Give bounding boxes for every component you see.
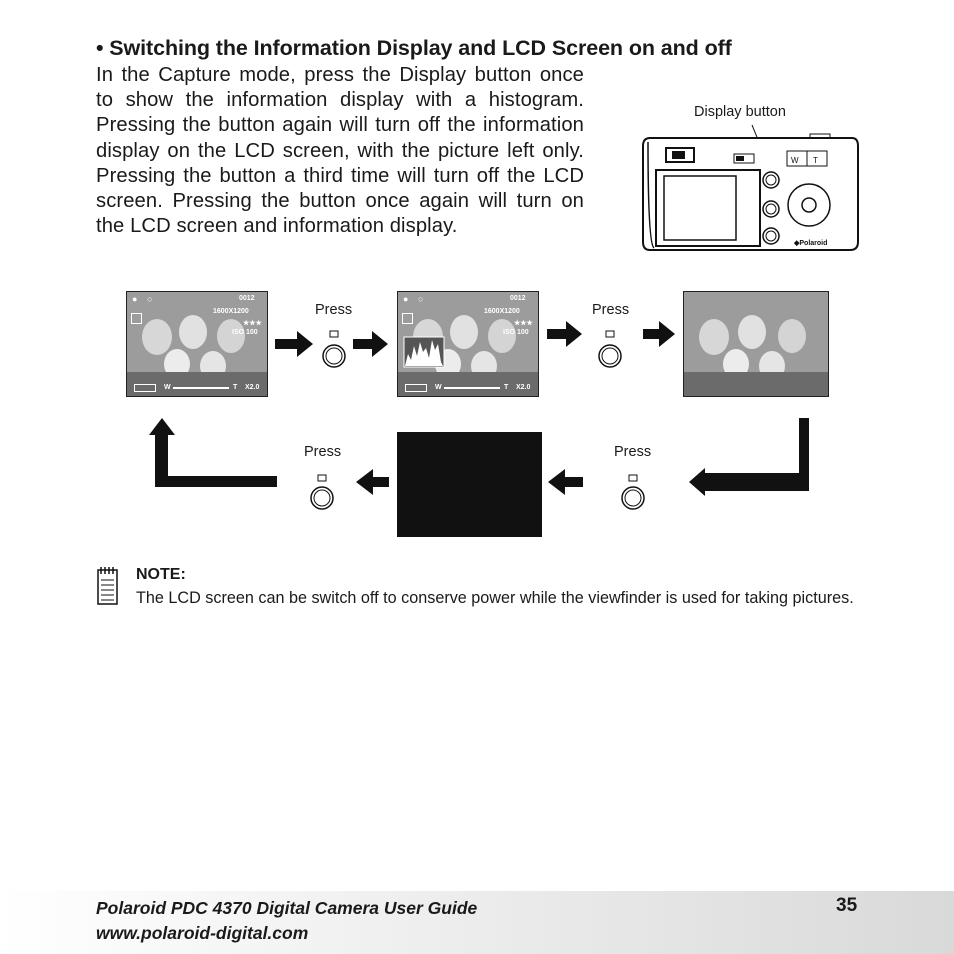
footer-url: www.polaroid-digital.com bbox=[96, 923, 308, 944]
notepad-icon bbox=[96, 566, 120, 606]
right-arrow-icon bbox=[643, 321, 675, 347]
left-arrow-icon bbox=[548, 469, 583, 495]
display-button-icon bbox=[629, 475, 637, 481]
right-arrow-icon bbox=[275, 331, 313, 357]
display-button-icon bbox=[318, 475, 326, 481]
elbow-arrow-icon bbox=[689, 418, 809, 496]
page-number: 35 bbox=[836, 895, 857, 917]
left-arrow-icon bbox=[356, 469, 389, 495]
right-arrow-icon bbox=[353, 331, 388, 357]
display-button-icon bbox=[606, 331, 614, 337]
note-text: The LCD screen can be switch off to cons… bbox=[136, 588, 858, 610]
note-title: NOTE: bbox=[136, 566, 186, 584]
display-button-icon bbox=[330, 331, 338, 337]
elbow-arrow-icon bbox=[149, 418, 277, 487]
footer-title: Polaroid PDC 4370 Digital Camera User Gu… bbox=[96, 898, 477, 919]
right-arrow-icon bbox=[547, 321, 582, 347]
